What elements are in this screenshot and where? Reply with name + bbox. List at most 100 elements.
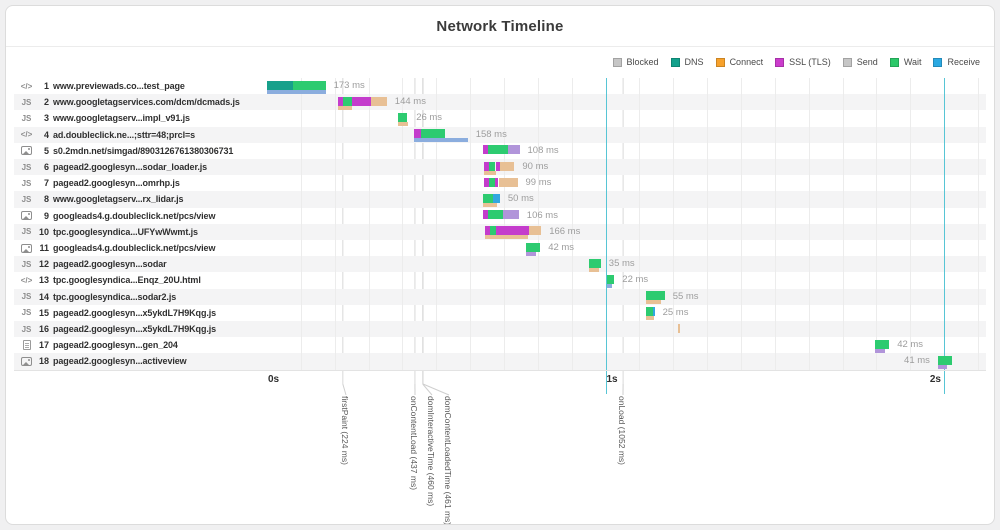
phase-segment-wait[interactable] xyxy=(646,307,654,317)
phase-segment-dns[interactable] xyxy=(267,80,294,90)
request-name: pagead2.googlesyn...sodar xyxy=(53,259,167,270)
phase-segment-wait[interactable] xyxy=(488,210,504,220)
phase-segment-ssl[interactable] xyxy=(484,161,489,171)
legend-label: DNS xyxy=(684,57,704,67)
phase-segment-other[interactable] xyxy=(503,210,519,220)
phase-segment-ssl[interactable] xyxy=(483,210,489,220)
phase-segment-wait[interactable] xyxy=(489,226,496,236)
gridline xyxy=(300,78,302,370)
phase-understrip-other[interactable] xyxy=(937,364,948,369)
phase-understrip-connect_soft[interactable] xyxy=(646,300,661,305)
phase-segment-ssl[interactable] xyxy=(338,96,343,106)
request-index: 18 xyxy=(38,356,49,367)
phase-segment-wait[interactable] xyxy=(483,193,494,203)
phase-segment-ssl[interactable] xyxy=(494,177,499,187)
phase-segment-connect_soft[interactable] xyxy=(500,161,515,171)
image-file-icon xyxy=(18,146,35,156)
phase-segment-wait[interactable] xyxy=(646,291,665,301)
phase-understrip-receive_soft[interactable] xyxy=(606,283,612,288)
phase-understrip-connect_soft[interactable] xyxy=(483,202,498,207)
legend-label: Receive xyxy=(947,57,980,67)
phase-segment-ssl[interactable] xyxy=(495,226,530,236)
phase-segment-ssl[interactable] xyxy=(352,96,372,106)
phase-segment-wait[interactable] xyxy=(398,112,407,122)
row-stripe xyxy=(14,353,986,370)
axis-tick-label: 2s xyxy=(929,374,941,385)
request-row[interactable]: JS 12 pagead2.googlesyn...sodar xyxy=(18,256,167,272)
phase-segment-connect_soft[interactable] xyxy=(529,226,542,236)
phase-segment-wait[interactable] xyxy=(488,177,495,187)
script-file-icon: JS xyxy=(21,227,32,237)
image-file-icon xyxy=(18,211,35,221)
phase-segment-wait[interactable] xyxy=(488,145,508,155)
request-name: www.googletagserv...rx_lidar.js xyxy=(53,194,184,205)
gridline xyxy=(571,78,573,370)
phase-segment-wait[interactable] xyxy=(293,80,326,90)
phase-segment-receive[interactable] xyxy=(493,193,500,203)
phase-understrip-connect_soft[interactable] xyxy=(398,121,409,126)
phase-segment-ssl[interactable] xyxy=(495,161,501,171)
phase-segment-connect_soft[interactable] xyxy=(371,96,387,106)
phase-segment-ssl[interactable] xyxy=(483,145,489,155)
script-file-icon: JS xyxy=(21,259,32,269)
phase-understrip-connect_soft[interactable] xyxy=(338,105,352,110)
request-name: tpc.googlesyndica...Enqz_20U.html xyxy=(53,275,201,286)
request-index: 12 xyxy=(38,259,49,270)
request-name: pagead2.googlesyn...x5ykdL7H9Kqg.js xyxy=(53,324,217,335)
phase-segment-receive[interactable] xyxy=(653,307,655,317)
marker-label: domContentLoadedTime (461 ms) xyxy=(443,396,453,525)
phase-segment-ssl[interactable] xyxy=(485,226,490,236)
legend-swatch xyxy=(933,57,943,67)
duration-label: 42 ms xyxy=(897,339,924,351)
phase-segment-wait[interactable] xyxy=(421,129,446,139)
phase-segment-wait[interactable] xyxy=(342,96,353,106)
axis-tick-label: 1s xyxy=(606,374,618,385)
phase-understrip-receive_soft[interactable] xyxy=(414,138,468,143)
row-stripe xyxy=(14,256,986,273)
request-name: googleads4.g.doubleclick.net/pcs/view xyxy=(53,210,216,221)
phase-understrip-connect_soft[interactable] xyxy=(485,235,529,240)
phase-segment-wait[interactable] xyxy=(606,274,615,284)
phase-understrip-connect_soft[interactable] xyxy=(484,170,496,175)
phase-segment-ssl[interactable] xyxy=(484,177,489,187)
page-title: Network Timeline xyxy=(436,17,564,35)
image-icon xyxy=(21,356,32,366)
phase-segment-wait[interactable] xyxy=(937,355,952,365)
phase-segment-wait[interactable] xyxy=(588,258,601,268)
phase-segment-wait[interactable] xyxy=(874,339,890,349)
request-index: 4 xyxy=(43,129,49,140)
phase-understrip-receive_soft[interactable] xyxy=(267,89,326,94)
phase-segment-wait[interactable] xyxy=(526,242,541,252)
marker-leader-line xyxy=(422,383,433,396)
phase-segment-connect_soft[interactable] xyxy=(677,323,680,333)
phase-understrip-connect_soft[interactable] xyxy=(646,316,655,321)
phase-segment-other[interactable] xyxy=(508,145,520,155)
phase-segment-ssl[interactable] xyxy=(414,129,421,139)
phase-understrip-connect_soft[interactable] xyxy=(588,267,600,272)
legend-label: Connect xyxy=(729,57,764,67)
phase-segment-wait[interactable] xyxy=(488,161,496,171)
duration-label: 108 ms xyxy=(527,144,559,156)
phase-understrip-other[interactable] xyxy=(526,251,537,256)
phase-segment-connect_soft[interactable] xyxy=(498,177,518,187)
phase-understrip-other[interactable] xyxy=(874,348,886,353)
gridline xyxy=(707,78,708,370)
